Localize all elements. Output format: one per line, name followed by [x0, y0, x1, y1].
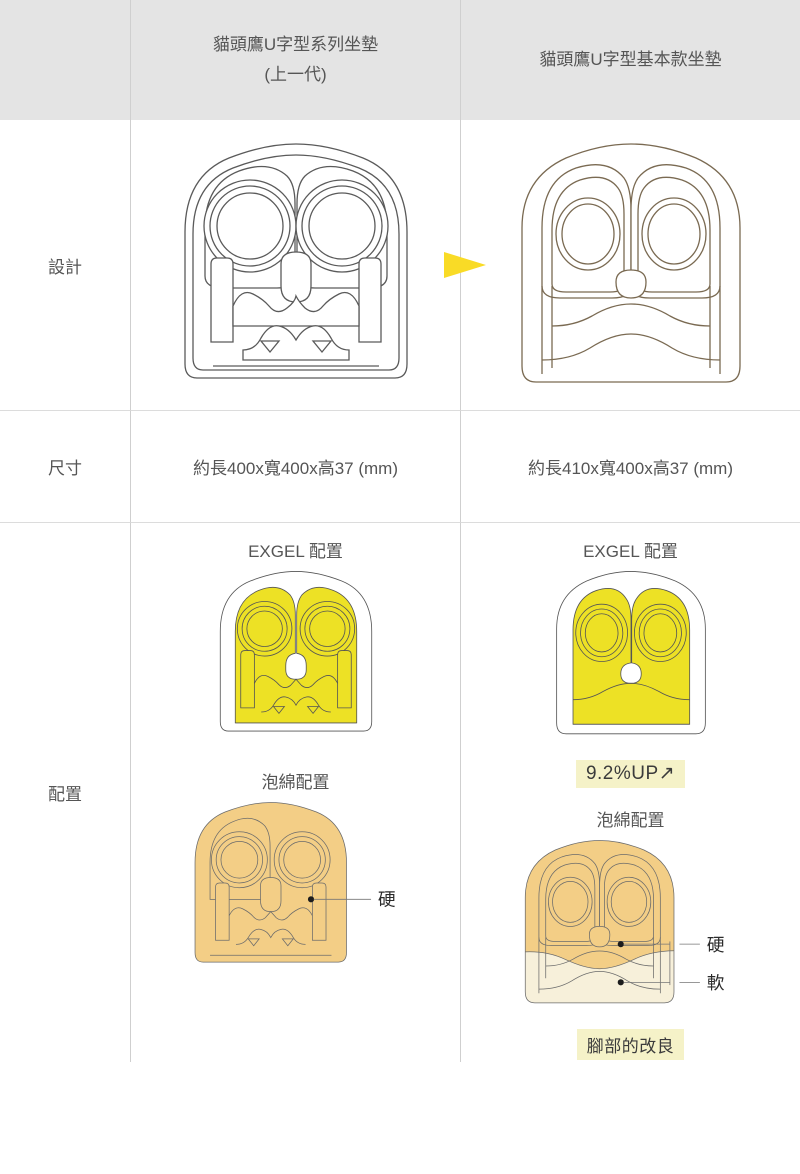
svg-text:硬: 硬: [706, 935, 724, 955]
exgel-increase-badge: 9.2%UP↗: [575, 760, 686, 788]
exgel-illustration-left: [208, 566, 384, 742]
foam-label-left: 泡綿配置: [261, 773, 330, 792]
foam-illustration-left: 硬: [179, 797, 413, 973]
row-label-size: 尺寸: [0, 410, 130, 522]
configuration-cell-right: EXGEL 配置 9.2%UP↗ 泡綿配置: [460, 522, 800, 1062]
exgel-illustration-right: [543, 566, 719, 742]
design-cell-right: [460, 120, 800, 410]
header-corner-cell: [0, 0, 130, 120]
foot-improvement-badge: 腳部的改良: [576, 1029, 685, 1060]
right-arrow-icon: [444, 252, 486, 278]
size-value-left: 約長400x寬400x高37 (mm): [130, 410, 460, 522]
foam-label-right: 泡綿配置: [596, 811, 665, 830]
header-right-title: 貓頭鷹U字型基本款坐墊: [539, 50, 722, 70]
svg-text:硬: 硬: [377, 889, 395, 909]
design-illustration-left: [177, 136, 415, 394]
row-label-configuration: 配置: [0, 522, 130, 1062]
exgel-label-right: EXGEL 配置: [583, 542, 678, 561]
header-left-title-line2: (上一代): [264, 65, 327, 84]
exgel-label-left: EXGEL 配置: [248, 542, 343, 561]
header-left-title-line1: 貓頭鷹U字型系列坐墊: [212, 35, 379, 55]
configuration-cell-left: EXGEL 配置 泡綿配置: [130, 522, 460, 1062]
size-value-right: 約長410x寬400x高37 (mm): [460, 410, 800, 522]
design-cell-left: [130, 120, 486, 410]
header-right-product: 貓頭鷹U字型基本款坐墊: [460, 0, 800, 120]
foam-illustration-right: 硬 軟: [509, 835, 753, 1011]
design-illustration-right: [512, 136, 750, 394]
svg-text:軟: 軟: [706, 973, 724, 993]
header-left-product: 貓頭鷹U字型系列坐墊 (上一代): [130, 0, 460, 120]
row-label-design: 設計: [48, 257, 82, 277]
